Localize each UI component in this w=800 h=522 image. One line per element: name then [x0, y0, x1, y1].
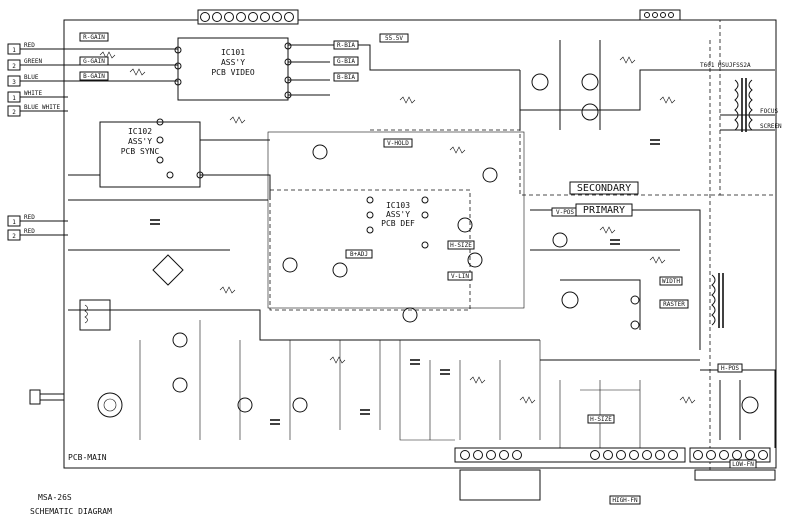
transistors [172, 73, 759, 414]
tag-b-bia: B-BIA [337, 74, 355, 81]
sync-buses [68, 139, 271, 200]
tag-v-lin: V-LIN [451, 273, 469, 280]
model-label: MSA-26S [38, 493, 72, 502]
hot-transformer [711, 273, 724, 328]
video-out-buses [288, 44, 520, 96]
ic101-pcb: PCB VIDEO [211, 68, 255, 77]
left-power-buses [68, 199, 540, 341]
bottom-sub-frame [459, 469, 541, 501]
ic102-assy: ASS'Y [128, 137, 152, 146]
degauss-coil [97, 392, 123, 418]
tag-h-pos: H-POS [721, 365, 739, 372]
ic103-pcb: PCB DEF [381, 219, 415, 228]
input-pin-1-num: 1 [12, 47, 16, 54]
power-pin-2-label: RED [24, 228, 35, 235]
tag-55v: 55.5V [385, 35, 403, 42]
tag-width: WIDTH [662, 278, 680, 285]
input-pin-4-label: WHITE [24, 90, 42, 97]
pin-circles [156, 42, 640, 330]
power-connector [7, 215, 68, 241]
power-pin-2-num: 2 [12, 233, 16, 240]
input-pin-1-label: RED [24, 42, 35, 49]
input-pin-3-num: 3 [12, 79, 16, 86]
input-pin-2-label: GREEN [24, 58, 42, 65]
transformer-label: T601 HSUJFSS2A [700, 62, 751, 69]
power-pin-1-label: RED [24, 214, 35, 221]
tag-high-fn: HIGH-FN [612, 497, 638, 504]
top-connector-strip [197, 9, 299, 25]
ic103-assy: ASS'Y [386, 210, 410, 219]
power-transformer [79, 299, 111, 331]
focus-tap-label: FOCUS [760, 108, 778, 115]
diagram-title: SCHEMATIC DIAGRAM [30, 507, 112, 516]
input-pin-3-label: BLUE [24, 74, 39, 81]
input-pin-2-num: 2 [12, 63, 16, 70]
lower-right-verticals [559, 380, 641, 448]
passive-components [99, 51, 696, 425]
tag-v-pos: V-POS [556, 209, 574, 216]
secondary-boundary [370, 20, 721, 196]
top-right-connector [639, 9, 681, 21]
tag-b-plus: B+ADJ [350, 251, 368, 258]
pcb-main-frame [63, 19, 777, 469]
tag-g-gain: G-GAIN [83, 58, 105, 65]
secondary-label: SECONDARY [577, 183, 631, 194]
flyback-outputs [720, 69, 775, 131]
tag-h-size: H-SIZE [450, 242, 472, 249]
ic103-outer [267, 131, 525, 309]
bridge-rectifier [152, 254, 184, 286]
ac-plug [29, 389, 64, 405]
ic103-block [269, 189, 471, 311]
right-lower-buses [700, 369, 776, 448]
bottom-connector-strip [454, 447, 686, 463]
tag-b-gain: B-GAIN [83, 73, 105, 80]
power-pin-1-num: 1 [12, 219, 16, 226]
screen-tap-label: SCREEN [760, 123, 782, 130]
flyback-transformer [734, 78, 753, 132]
tag-low-fn: LOW-FN [732, 461, 754, 468]
lower-verticals-2 [399, 340, 541, 441]
ic102-pcb: PCB SYNC [121, 147, 160, 156]
input-pin-5-label: BLUE WHITE [24, 104, 61, 111]
tag-raster: RASTER [663, 301, 685, 308]
tag-r-bia: R-BIA [337, 42, 355, 49]
tag-g-bia: G-BIA [337, 58, 355, 65]
ic102-block [99, 121, 201, 188]
ic103-title: IC103 [386, 201, 410, 210]
lower-verticals [139, 320, 381, 440]
input-pin-5-num: 2 [12, 109, 16, 116]
primary-buses [530, 209, 701, 361]
tag-v-hold: V-HOLD [387, 140, 409, 147]
pcb-main-label: PCB-MAIN [68, 453, 107, 462]
ic101-title: IC101 [221, 48, 245, 57]
ic101-assy: ASS'Y [221, 58, 245, 67]
primary-label: PRIMARY [583, 205, 625, 216]
input-pin-4-num: 1 [12, 95, 16, 102]
tag-r-gain: R-GAIN [83, 34, 105, 41]
tag-h-size-2: H-SIZE [590, 416, 612, 423]
tag-boxes [79, 32, 757, 505]
input-connector-rgb [7, 43, 68, 117]
ic102-title: IC102 [128, 127, 152, 136]
right-sub-frame [694, 469, 776, 481]
secondary-buses [519, 40, 720, 130]
